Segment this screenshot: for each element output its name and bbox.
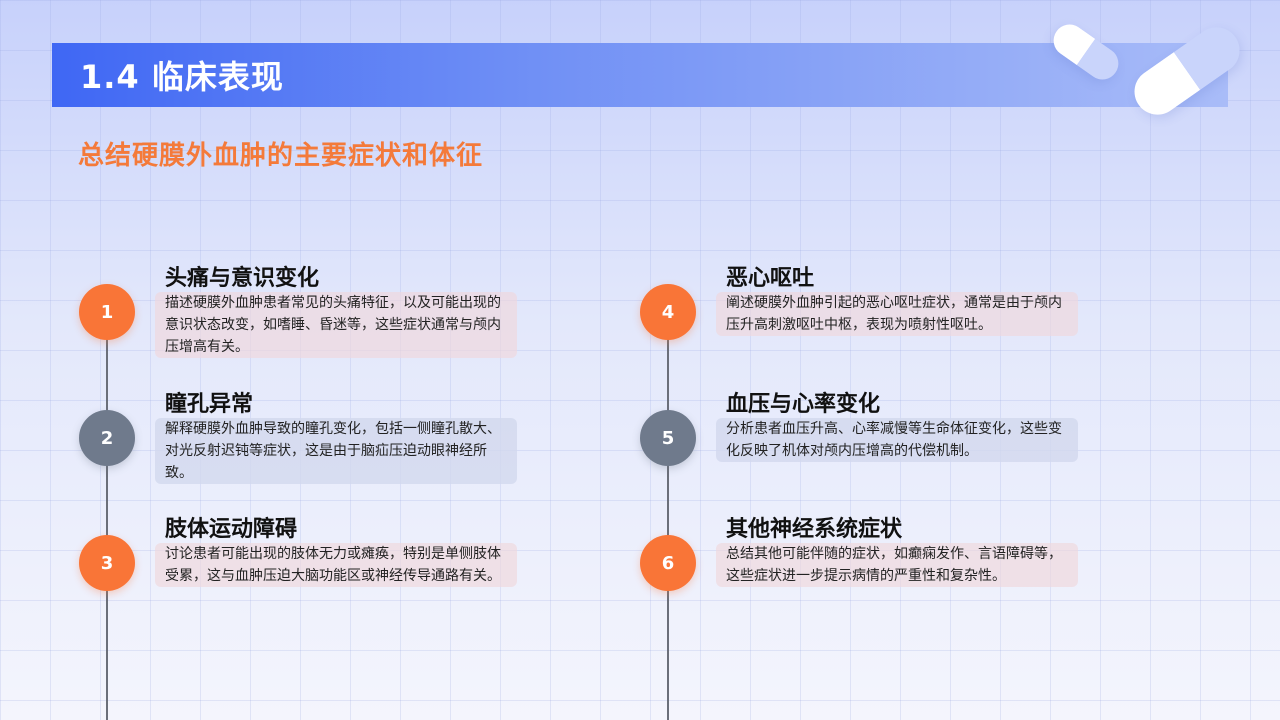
symptom-item: 1 头痛与意识变化 描述硬膜外血肿患者常见的头痛特征，以及可能出现的意识状态改变…: [79, 266, 539, 392]
symptom-description: 描述硬膜外血肿患者常见的头痛特征，以及可能出现的意识状态改变，如嗜睡、昏迷等，这…: [155, 292, 517, 358]
step-number: 2: [79, 410, 135, 466]
symptom-description: 解释硬膜外血肿导致的瞳孔变化，包括一侧瞳孔散大、对光反射迟钝等症状，这是由于脑疝…: [155, 418, 517, 484]
symptom-title: 肢体运动障碍: [165, 517, 298, 542]
symptom-description: 阐述硬膜外血肿引起的恶心呕吐症状，通常是由于颅内压升高刺激呕吐中枢，表现为喷射性…: [716, 292, 1078, 336]
symptom-item: 6 其他神经系统症状 总结其他可能伴随的症状，如癫痫发作、言语障碍等，这些症状进…: [640, 517, 1100, 643]
section-subtitle: 总结硬膜外血肿的主要症状和体征: [78, 141, 484, 171]
timeline-line-left: [106, 300, 108, 720]
title-bar: 1.4 临床表现: [52, 43, 1228, 107]
page-title: 1.4 临床表现: [80, 58, 284, 96]
symptom-item: 4 恶心呕吐 阐述硬膜外血肿引起的恶心呕吐症状，通常是由于颅内压升高刺激呕吐中枢…: [640, 266, 1100, 392]
symptom-title: 头痛与意识变化: [165, 266, 320, 291]
step-number: 3: [79, 535, 135, 591]
symptom-item: 5 血压与心率变化 分析患者血压升高、心率减慢等生命体征变化，这些变化反映了机体…: [640, 392, 1100, 518]
step-number: 5: [640, 410, 696, 466]
symptom-title: 瞳孔异常: [165, 392, 254, 417]
symptom-title: 恶心呕吐: [726, 266, 815, 291]
symptom-title: 血压与心率变化: [726, 392, 881, 417]
symptom-description: 讨论患者可能出现的肢体无力或瘫痪，特别是单侧肢体受累，这与血肿压迫大脑功能区或神…: [155, 543, 517, 587]
symptom-description: 分析患者血压升高、心率减慢等生命体征变化，这些变化反映了机体对颅内压增高的代偿机…: [716, 418, 1078, 462]
step-number: 4: [640, 284, 696, 340]
symptom-description: 总结其他可能伴随的症状，如癫痫发作、言语障碍等，这些症状进一步提示病情的严重性和…: [716, 543, 1078, 587]
symptom-item: 3 肢体运动障碍 讨论患者可能出现的肢体无力或瘫痪，特别是单侧肢体受累，这与血肿…: [79, 517, 539, 643]
symptom-title: 其他神经系统症状: [726, 517, 903, 542]
step-number: 1: [79, 284, 135, 340]
step-number: 6: [640, 535, 696, 591]
symptom-item: 2 瞳孔异常 解释硬膜外血肿导致的瞳孔变化，包括一侧瞳孔散大、对光反射迟钝等症状…: [79, 392, 539, 518]
timeline-line-right: [667, 300, 669, 720]
